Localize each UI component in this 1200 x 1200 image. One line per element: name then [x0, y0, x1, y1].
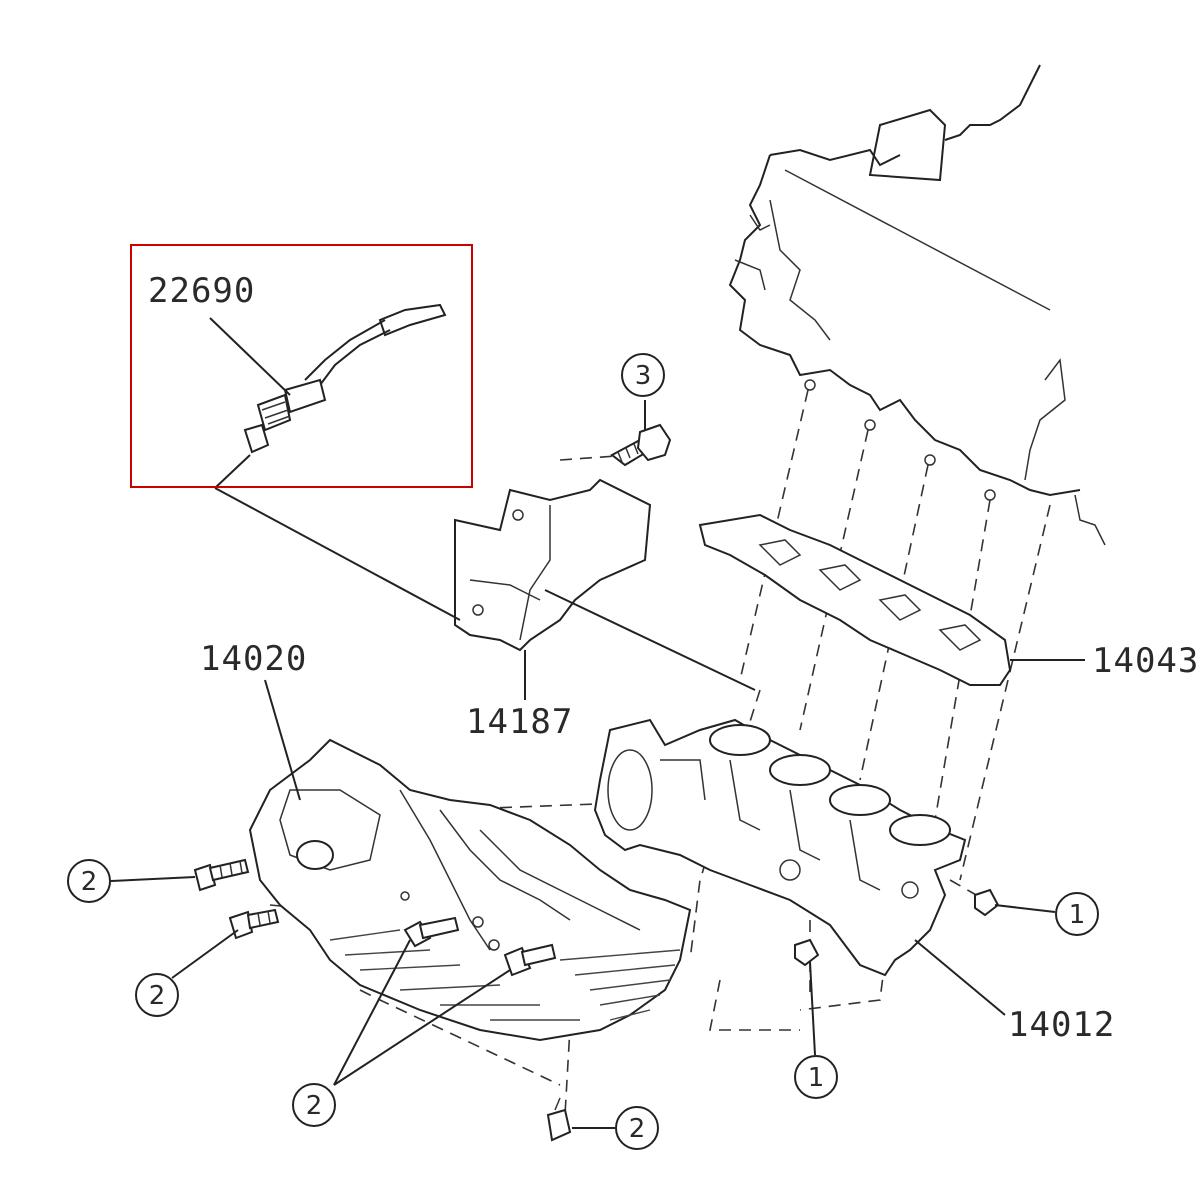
- callout-1-bottom-number: 1: [808, 1063, 825, 1093]
- engine-block: [728, 64, 1106, 546]
- part-label-14012: 14012: [1008, 1005, 1115, 1045]
- o2-sensor-22690[interactable]: [209, 303, 461, 621]
- callout-1-right: 1: [994, 892, 1099, 936]
- gasket-14043[interactable]: [698, 513, 1085, 686]
- bolt-2-middle[interactable]: [228, 908, 280, 940]
- callout-1-bottom: 1: [794, 961, 838, 1099]
- bolt-2-bottom[interactable]: [546, 1097, 572, 1142]
- bolt-2-group-b[interactable]: [503, 943, 557, 977]
- callout-2-middle-number: 2: [149, 981, 166, 1011]
- manifold-cover-14020[interactable]: [248, 679, 692, 1042]
- highlight-box: [130, 244, 473, 488]
- nut-1-right[interactable]: [974, 888, 1000, 917]
- nut-1-bottom[interactable]: [794, 938, 820, 967]
- callout-2-upper-number: 2: [81, 867, 98, 897]
- callout-2-bottom: 2: [572, 1106, 659, 1150]
- callout-2-group-number: 2: [306, 1091, 323, 1121]
- callout-3: 3: [621, 353, 665, 397]
- callout-1-right-number: 1: [1069, 900, 1086, 930]
- part-label-14043: 14043: [1092, 641, 1199, 681]
- heat-shield-14187[interactable]: [454, 478, 756, 700]
- exhaust-manifold-14012[interactable]: [593, 718, 1006, 1016]
- part-label-22690: 22690: [148, 271, 255, 311]
- callout-3-number: 3: [635, 361, 652, 391]
- callout-2-upper: 2: [67, 859, 196, 903]
- callout-2-bottom-number: 2: [629, 1114, 646, 1144]
- bolts: [193, 400, 1000, 1142]
- part-label-14187: 14187: [466, 702, 573, 742]
- callout-2-group: 2: [292, 939, 511, 1127]
- callout-2-middle: 2: [135, 929, 239, 1017]
- bolt-2-group-a[interactable]: [403, 916, 460, 948]
- bolt-2-upper[interactable]: [193, 858, 250, 892]
- part-label-14020: 14020: [200, 639, 307, 679]
- bolt-3[interactable]: [610, 400, 672, 467]
